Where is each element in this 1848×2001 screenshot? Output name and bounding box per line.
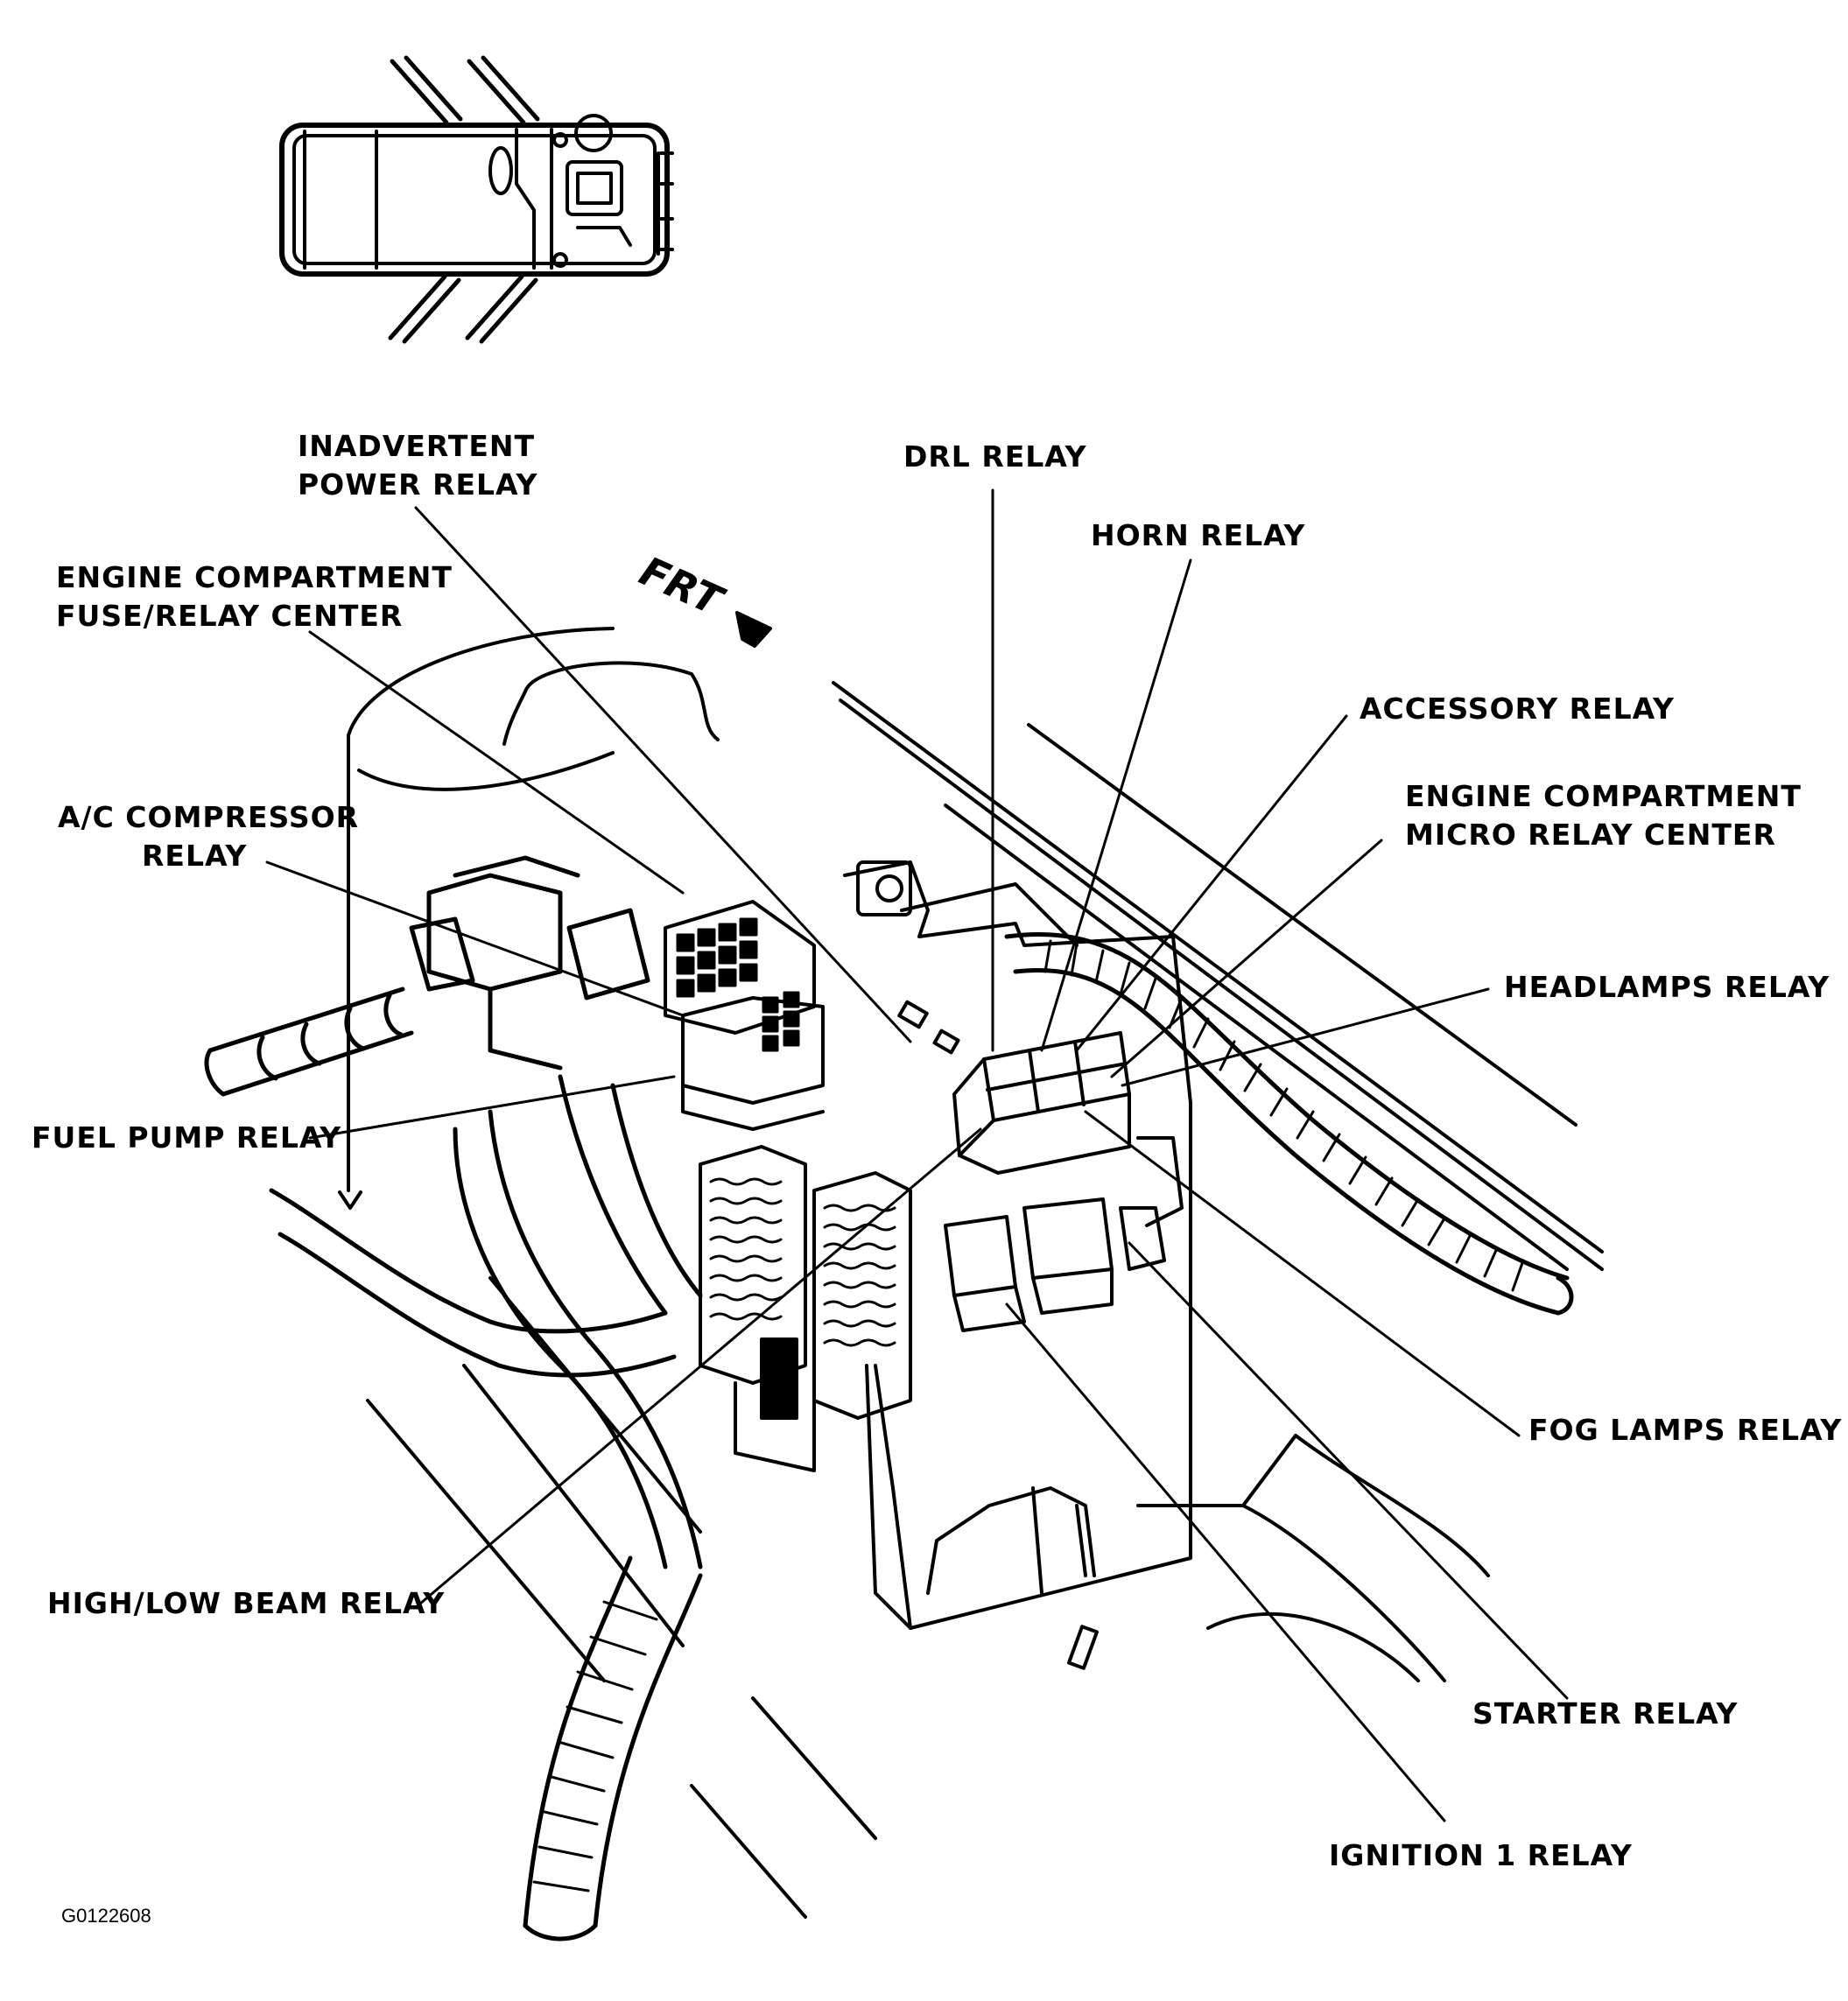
leader-high-low-beam-relay	[418, 1127, 982, 1605]
leader-horn-relay	[1040, 558, 1192, 1052]
label-ignition-1-relay: IGNITION 1 RELAY	[1329, 1838, 1633, 1872]
label-drl-relay: DRL RELAY	[903, 439, 1087, 474]
leader-ac-compressor-relay	[265, 860, 685, 1017]
leader-lines	[265, 488, 1569, 1822]
figure-id: G0122608	[61, 1905, 151, 1927]
label-engine-compartment-fuse-relay-center: ENGINE COMPARTMENT FUSE/RELAY CENTER	[56, 560, 453, 633]
label-engine-compartment-micro-relay-center: ENGINE COMPARTMENT MICRO RELAY CENTER	[1405, 779, 1802, 852]
fuse-grid-top	[664, 900, 960, 1131]
label-inadvertent-power-relay: INADVERTENT POWER RELAY	[298, 429, 538, 502]
leader-micro-relay-center	[1110, 839, 1383, 1078]
label-horn-relay: HORN RELAY	[1091, 518, 1306, 552]
front-arrow-icon	[735, 611, 772, 648]
harness-corrugation	[532, 939, 1525, 1892]
label-starter-relay: STARTER RELAY	[1472, 1696, 1739, 1731]
label-ac-compressor-relay: A/C COMPRESSOR RELAY	[58, 800, 360, 873]
fuse-relay-center-body	[843, 860, 1192, 1670]
fuse-banks	[699, 1145, 912, 1472]
leader-fuel-pump-relay	[308, 1075, 676, 1140]
leader-fuse-relay-center	[308, 630, 685, 895]
leader-ignition-1-relay	[1005, 1302, 1446, 1822]
label-headlamps-relay: HEADLAMPS RELAY	[1504, 970, 1830, 1004]
label-accessory-relay: ACCESSORY RELAY	[1360, 692, 1675, 726]
label-fuel-pump-relay: FUEL PUMP RELAY	[32, 1120, 342, 1155]
micro-relay-cluster	[952, 1031, 1131, 1175]
label-high-low-beam-relay: HIGH/LOW BEAM RELAY	[47, 1586, 446, 1620]
leader-headlamps-relay	[1121, 987, 1490, 1087]
vehicle-locator-icon	[279, 55, 674, 344]
reservoir-cylinder	[338, 627, 720, 1210]
wire-harnesses	[204, 855, 1574, 1941]
leader-accessory-relay	[1075, 714, 1348, 1052]
lower-relays	[944, 1197, 1166, 1332]
leader-fog-lamps-relay	[1084, 1110, 1521, 1437]
leader-starter-relay	[1128, 1241, 1569, 1700]
leader-inadvertent-power-relay	[414, 506, 912, 1043]
label-fog-lamps-relay: FOG LAMPS RELAY	[1528, 1413, 1843, 1447]
